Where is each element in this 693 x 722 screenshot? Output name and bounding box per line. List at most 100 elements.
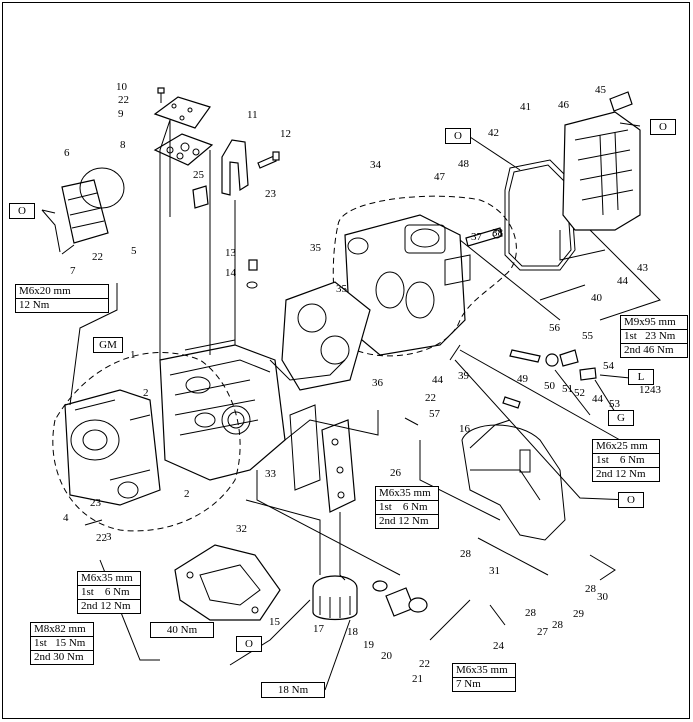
cylinder-head-cover-41: [562, 111, 641, 231]
callout-29: 29: [573, 608, 585, 620]
callout-28: 28: [552, 619, 564, 631]
oil-dipstick-31: [477, 537, 549, 576]
breather-cover-plate: [153, 96, 211, 129]
callout-44: 44: [432, 374, 444, 386]
callout-11: 11: [247, 109, 258, 121]
callout-54: 54: [603, 360, 615, 372]
callout-44: 44: [617, 275, 629, 287]
callout-21: 21: [412, 673, 423, 685]
oil-filler-cap-45: [609, 91, 633, 112]
callout-57: 57: [429, 408, 441, 420]
callout-3: 3: [106, 531, 112, 543]
o-ring-6: [79, 167, 125, 209]
lower-case-16: [461, 424, 566, 541]
callout-5: 5: [131, 245, 137, 257]
lube-tag-o-cap: O: [650, 119, 676, 135]
callout-41: 41: [520, 101, 531, 113]
leader-lines: [41, 119, 661, 691]
callout-19: 19: [363, 639, 375, 651]
callout-17: 17: [313, 623, 325, 635]
callout-26: 26: [390, 467, 402, 479]
callout-23: 23: [265, 188, 277, 200]
lube-tag-o-head: O: [445, 128, 471, 144]
cylinder-head-cover-gasket-42: [504, 159, 576, 271]
callout-22: 22: [96, 532, 107, 544]
crankcase-assembly-outline: [52, 352, 241, 532]
callout-12: 12: [280, 128, 291, 140]
callout-1: 1: [130, 349, 136, 361]
callout-43: 43: [637, 262, 649, 274]
callout-42: 42: [488, 127, 499, 139]
callout-53: 53: [609, 398, 621, 410]
callout-52: 52: [574, 387, 585, 399]
callout-45: 45: [595, 84, 607, 96]
lube-tag-o-filter: O: [236, 636, 262, 652]
callout-18: 18: [347, 626, 359, 638]
callout-28: 28: [585, 583, 597, 595]
callout-37: 37: [471, 231, 483, 243]
callout-8: 8: [120, 139, 126, 151]
callout-4: 4: [63, 512, 69, 524]
callout-22: 22: [118, 94, 129, 106]
callout-7: 7: [70, 265, 76, 277]
lube-tag-l: L: [628, 369, 654, 385]
callout-32: 32: [236, 523, 247, 535]
exhaust-cover-26: [321, 419, 356, 513]
callout-48: 48: [458, 158, 470, 170]
callout-39: 39: [458, 370, 470, 382]
callout-13: 13: [225, 247, 237, 259]
callout-50: 50: [544, 380, 556, 392]
callout-47: 47: [434, 171, 446, 183]
callout-2: 2: [184, 488, 190, 500]
callout-28: 28: [525, 607, 537, 619]
callout-46: 46: [558, 99, 570, 111]
callout-2: 2: [143, 387, 149, 399]
callout-24: 24: [493, 640, 505, 652]
callout-22: 22: [425, 392, 436, 404]
callout-36: 36: [372, 377, 384, 389]
callout-40: 40: [591, 292, 603, 304]
callout-44: 44: [592, 393, 604, 405]
callout-22: 22: [419, 658, 430, 670]
callout-27: 27: [537, 626, 549, 638]
callout-23: 23: [90, 497, 102, 509]
callout-35: 35: [310, 242, 322, 254]
crankcase: [64, 389, 161, 506]
callout-6: 6: [64, 147, 70, 159]
callout-49: 49: [517, 373, 529, 385]
lube-tag-gm: GM: [93, 337, 123, 353]
cylinder-hood-bracket: [221, 139, 249, 196]
callout-22: 22: [92, 251, 103, 263]
lube-tag-g: G: [608, 410, 634, 426]
callout-9: 9: [118, 108, 124, 120]
callout-38: 38: [492, 227, 504, 239]
callout-55: 55: [582, 330, 594, 342]
callout-34: 34: [370, 159, 382, 171]
sleeve-25: [192, 185, 209, 209]
breather-gasket: [153, 133, 214, 166]
callout-28: 28: [460, 548, 472, 560]
oil-filter-17: [312, 575, 358, 621]
callout-16: 16: [459, 423, 471, 435]
callout-33: 33: [265, 468, 277, 480]
callout-35: 35: [336, 283, 348, 295]
callout-56: 56: [549, 322, 561, 334]
callout-14: 14: [225, 267, 237, 279]
spec-oil-pan: 40 Nm: [150, 622, 214, 638]
oil-pan-15: [174, 544, 281, 621]
spec-1243: 1243: [632, 383, 668, 397]
callout-25: 25: [193, 169, 205, 181]
callout-20: 20: [381, 650, 393, 662]
cylinder-block: [159, 344, 286, 481]
spec-oil-filter: 18 Nm: [261, 682, 325, 698]
lube-tag-o-lower: O: [618, 492, 644, 508]
